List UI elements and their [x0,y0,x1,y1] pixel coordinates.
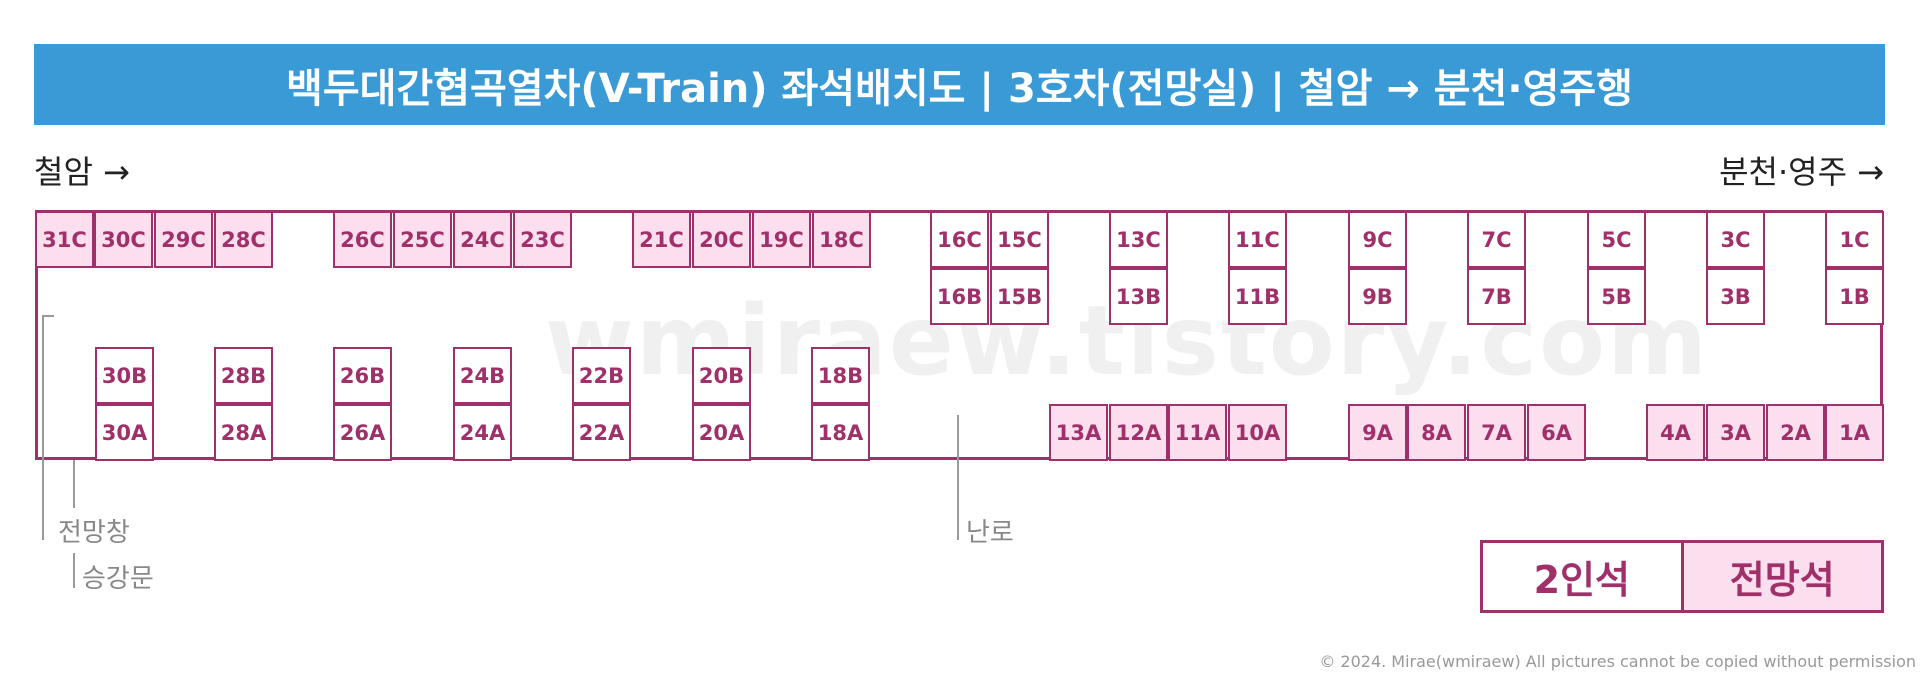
seat-3a: 3A [1706,404,1765,461]
seat-10a: 10A [1228,404,1287,461]
seat-22b: 22B [572,347,631,404]
heater-callout-line [957,415,959,540]
seat-1c: 1C [1825,211,1884,268]
seat-24b: 24B [453,347,512,404]
seat-9b: 9B [1348,268,1407,325]
heater-label: 난로 [966,518,1014,548]
seat-8a: 8A [1407,404,1466,461]
seat-26c: 26C [333,211,392,268]
direction-to: 분천·영주 → [1719,153,1884,191]
seat-13a: 13A [1049,404,1108,461]
seat-11a: 11A [1168,404,1227,461]
seat-31c: 31C [35,211,94,268]
seat-7a: 7A [1467,404,1526,461]
seat-7b: 7B [1467,268,1526,325]
seat-20c: 20C [692,211,751,268]
seat-26b: 26B [333,347,392,404]
window-callout-line [42,315,44,540]
diagram-title: 백두대간협곡열차(V-Train) 좌석배치도 | 3호차(전망실) | 철암 … [34,44,1885,125]
seat-30c: 30C [94,211,153,268]
seat-26a: 26A [333,404,392,461]
seat-2a: 2A [1766,404,1825,461]
seat-15b: 15B [990,268,1049,325]
seat-20b: 20B [692,347,751,404]
seat-15c: 15C [990,211,1049,268]
seat-6a: 6A [1527,404,1586,461]
seat-18a: 18A [811,404,870,461]
seat-21c: 21C [632,211,691,268]
seat-24a: 24A [453,404,512,461]
legend-view-seat: 전망석 [1683,543,1881,610]
door-label: 승강문 [82,564,154,594]
seat-19c: 19C [752,211,811,268]
seat-12a: 12A [1109,404,1168,461]
seat-16c: 16C [930,211,989,268]
seat-3c: 3C [1706,211,1765,268]
seat-4a: 4A [1646,404,1705,461]
seat-24c: 24C [453,211,512,268]
seat-23c: 23C [513,211,572,268]
seat-22a: 22A [572,404,631,461]
copyright: © 2024. Mirae(wmiraew) All pictures cann… [1319,652,1916,671]
seat-9c: 9C [1348,211,1407,268]
door-callout-line [73,460,75,508]
seat-30a: 30A [95,404,154,461]
seat-29c: 29C [154,211,213,268]
seat-1a: 1A [1825,404,1884,461]
legend-two-seat: 2인석 [1483,543,1684,610]
seat-11c: 11C [1228,211,1287,268]
seat-13c: 13C [1109,211,1168,268]
seat-28b: 28B [214,347,273,404]
seat-13b: 13B [1109,268,1168,325]
seat-5b: 5B [1587,268,1646,325]
legend: 2인석 전망석 [1480,540,1884,613]
seat-18b: 18B [811,347,870,404]
seat-18c: 18C [812,211,871,268]
seat-1b: 1B [1825,268,1884,325]
seat-20a: 20A [692,404,751,461]
seat-28a: 28A [214,404,273,461]
seat-11b: 11B [1228,268,1287,325]
window-label: 전망창 [58,518,130,548]
seat-3b: 3B [1706,268,1765,325]
seat-16b: 16B [930,268,989,325]
direction-from: 철암 → [34,153,130,191]
window-callout-tick [42,315,54,317]
door-callout-line-lower [73,553,75,588]
seat-7c: 7C [1467,211,1526,268]
seat-25c: 25C [393,211,452,268]
seat-5c: 5C [1587,211,1646,268]
seat-9a: 9A [1348,404,1407,461]
seat-30b: 30B [95,347,154,404]
seat-28c: 28C [214,211,273,268]
